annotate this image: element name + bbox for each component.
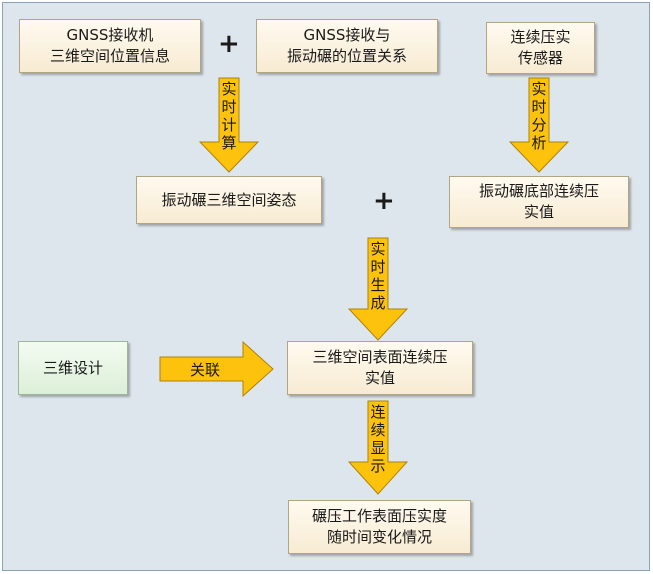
plus-operator-mid: +: [373, 186, 395, 216]
box-compaction-sensor: 连续压实 传感器: [486, 22, 595, 74]
box-gnss-roller-relation: GNSS接收与 振动碾的位置关系: [256, 19, 438, 73]
label-realtime-calc: 实时计算: [221, 80, 237, 152]
arrow-realtime-analysis: [508, 77, 570, 173]
box-roller-bottom-value: 振动碾底部连续压 实值: [449, 176, 629, 228]
arrow-realtime-generate: [347, 237, 409, 341]
box-3d-design: 三维设计: [18, 341, 128, 395]
box-3d-surface-value: 三维空间表面连续压 实值: [287, 341, 473, 395]
arrow-link: [159, 340, 274, 398]
plus-operator-top: +: [218, 29, 240, 59]
box-roller-3d-posture: 振动碾三维空间姿态: [136, 176, 322, 224]
arrow-continuous-display: [347, 400, 409, 495]
label-continuous-display: 连续显示: [370, 403, 386, 475]
label-realtime-generate: 实时生成: [370, 240, 386, 312]
box-gnss-position-info: GNSS接收机 三维空间位置信息: [19, 19, 201, 73]
label-link: 关联: [190, 361, 221, 379]
arrow-realtime-calc: [198, 77, 260, 173]
box-final-compaction-display: 碾压工作表面压实度 随时间变化情况: [288, 500, 471, 554]
label-realtime-analysis: 实时分析: [531, 80, 547, 152]
